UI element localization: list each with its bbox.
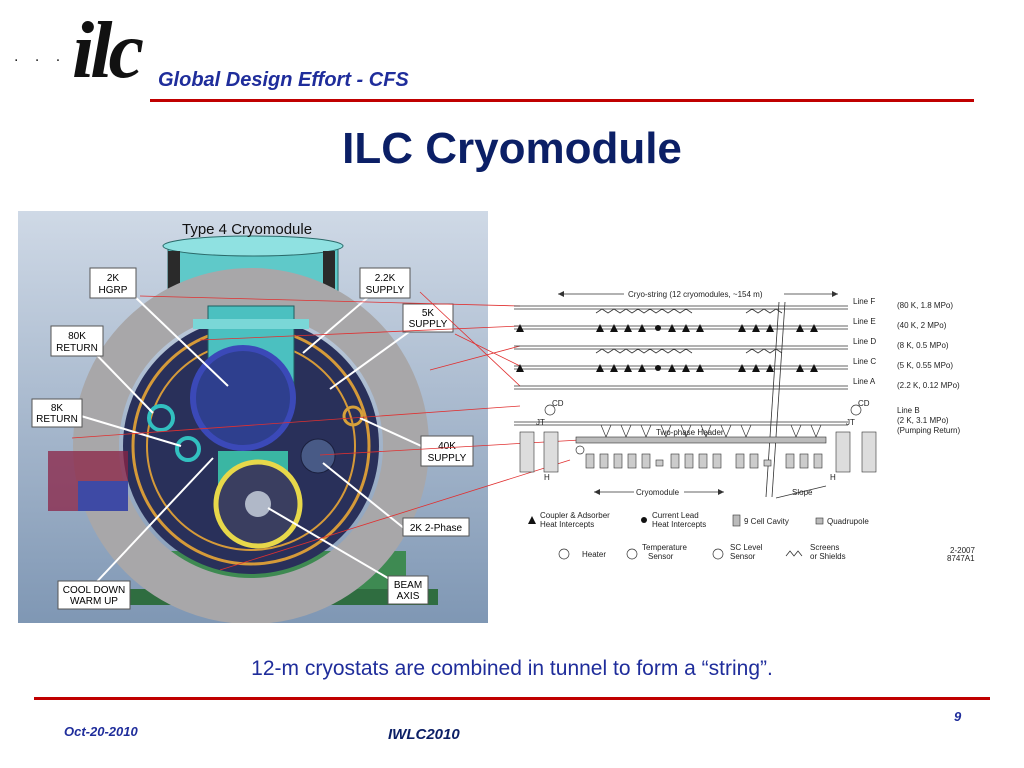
- callout-80k-return: 80K RETURN: [50, 325, 104, 357]
- svg-text:2.2K: 2.2K: [375, 273, 396, 284]
- svg-text:Heat Intercepts: Heat Intercepts: [652, 520, 706, 529]
- svg-text:SUPPLY: SUPPLY: [409, 319, 448, 330]
- callout-beam-axis: BEAM AXIS: [387, 575, 429, 605]
- svg-text:2-2007: 2-2007: [950, 546, 975, 555]
- cryomodule-label: Cryomodule: [636, 488, 680, 497]
- svg-text:SC Level: SC Level: [730, 543, 763, 552]
- callout-40k-supply: 40K SUPPLY: [420, 435, 474, 467]
- svg-text:SUPPLY: SUPPLY: [366, 285, 405, 296]
- h-label-left: H: [544, 473, 550, 482]
- cross-section-title: Type 4 Cryomodule: [182, 221, 312, 238]
- jt-label-left: JT: [536, 418, 545, 427]
- svg-text:2K 2-Phase: 2K 2-Phase: [410, 523, 463, 534]
- line-b-name: Line B: [897, 406, 920, 415]
- svg-text:Coupler & Adsorber: Coupler & Adsorber: [540, 511, 610, 520]
- line-d-spec: (8 K, 0.5 MPo): [897, 341, 949, 350]
- line-e-name: Line E: [853, 317, 876, 326]
- svg-text:AXIS: AXIS: [397, 591, 420, 602]
- h-label-right: H: [830, 473, 836, 482]
- svg-text:Screens: Screens: [810, 543, 839, 552]
- ilc-logo: ilc: [72, 7, 144, 95]
- cryo-string-label: Cryo-string (12 cryomodules, ~154 m): [628, 290, 763, 299]
- header-title: Global Design Effort - CFS: [158, 69, 409, 91]
- footer-divider: [34, 697, 990, 700]
- svg-text:9 Cell Cavity: 9 Cell Cavity: [744, 517, 789, 526]
- svg-text:Sensor: Sensor: [730, 552, 756, 561]
- svg-text:or Shields: or Shields: [810, 552, 846, 561]
- cryo-string-schematic: Cryo-string (12 cryomodules, ~154 m): [514, 288, 975, 563]
- slide-caption: 12-m cryostats are combined in tunnel to…: [251, 657, 773, 680]
- callout-5k-supply: 5K SUPPLY: [402, 303, 454, 333]
- line-f-spec: (80 K, 1.8 MPo): [897, 301, 953, 310]
- callout-8k-return: 8K RETURN: [31, 398, 83, 428]
- callout-cool-down-warm-up: COOL DOWN WARM UP: [57, 580, 131, 610]
- cryomodule-cross-section: Type 4 Cryomodule 2K HGRP 2.2K SUPPLY 5K…: [18, 211, 488, 623]
- jt-label-right: JT: [846, 418, 855, 427]
- svg-text:RETURN: RETURN: [36, 414, 78, 425]
- cd-label-left: CD: [552, 399, 564, 408]
- svg-text:COOL DOWN: COOL DOWN: [63, 585, 125, 596]
- logo-dots: . . . .: [14, 48, 88, 65]
- line-c-spec: (5 K, 0.55 MPo): [897, 361, 953, 370]
- slide-title: ILC Cryomodule: [342, 124, 682, 173]
- schematic-legend: Coupler & Adsorber Heat Intercepts Curre…: [528, 511, 975, 563]
- svg-text:80K: 80K: [68, 331, 86, 342]
- svg-text:8K: 8K: [51, 403, 64, 414]
- svg-text:8747A1: 8747A1: [947, 554, 975, 563]
- line-d-name: Line D: [853, 337, 876, 346]
- svg-text:WARM UP: WARM UP: [70, 596, 118, 607]
- svg-text:BEAM: BEAM: [394, 580, 422, 591]
- svg-text:Temperature: Temperature: [642, 543, 687, 552]
- svg-text:SUPPLY: SUPPLY: [428, 453, 467, 464]
- two-phase-header-label: Two-phase Header: [656, 428, 724, 437]
- line-labels: Line F (80 K, 1.8 MPo) Line E (40 K, 2 M…: [853, 297, 960, 435]
- cd-label-right: CD: [858, 399, 870, 408]
- line-c-name: Line C: [853, 357, 876, 366]
- header-divider: [150, 99, 974, 102]
- svg-text:Quadrupole: Quadrupole: [827, 517, 869, 526]
- callout-2k-2-phase: 2K 2-Phase: [402, 517, 470, 537]
- line-f-name: Line F: [853, 297, 875, 306]
- slope-label: Slope: [792, 488, 813, 497]
- svg-text:HGRP: HGRP: [99, 285, 128, 296]
- callout-2k-hgrp: 2K HGRP: [89, 267, 137, 299]
- svg-text:Current Lead: Current Lead: [652, 511, 699, 520]
- page-number: 9: [954, 709, 962, 724]
- line-e-spec: (40 K, 2 MPo): [897, 321, 947, 330]
- svg-text:Heat Intercepts: Heat Intercepts: [540, 520, 594, 529]
- line-b-spec: (2 K, 3.1 MPo): [897, 416, 949, 425]
- line-a-spec: (2.2 K, 0.12 MPo): [897, 381, 960, 390]
- svg-text:Sensor: Sensor: [648, 552, 674, 561]
- line-a-name: Line A: [853, 377, 876, 386]
- callout-2-2k-supply: 2.2K SUPPLY: [359, 267, 411, 299]
- svg-text:2K: 2K: [107, 273, 120, 284]
- svg-text:Heater: Heater: [582, 550, 606, 559]
- footer-date: Oct-20-2010: [64, 724, 138, 739]
- svg-text:5K: 5K: [422, 308, 435, 319]
- line-b-extra: (Pumping Return): [897, 426, 960, 435]
- svg-text:RETURN: RETURN: [56, 343, 98, 354]
- svg-text:40K: 40K: [438, 441, 456, 452]
- footer-conference: IWLC2010: [388, 726, 460, 743]
